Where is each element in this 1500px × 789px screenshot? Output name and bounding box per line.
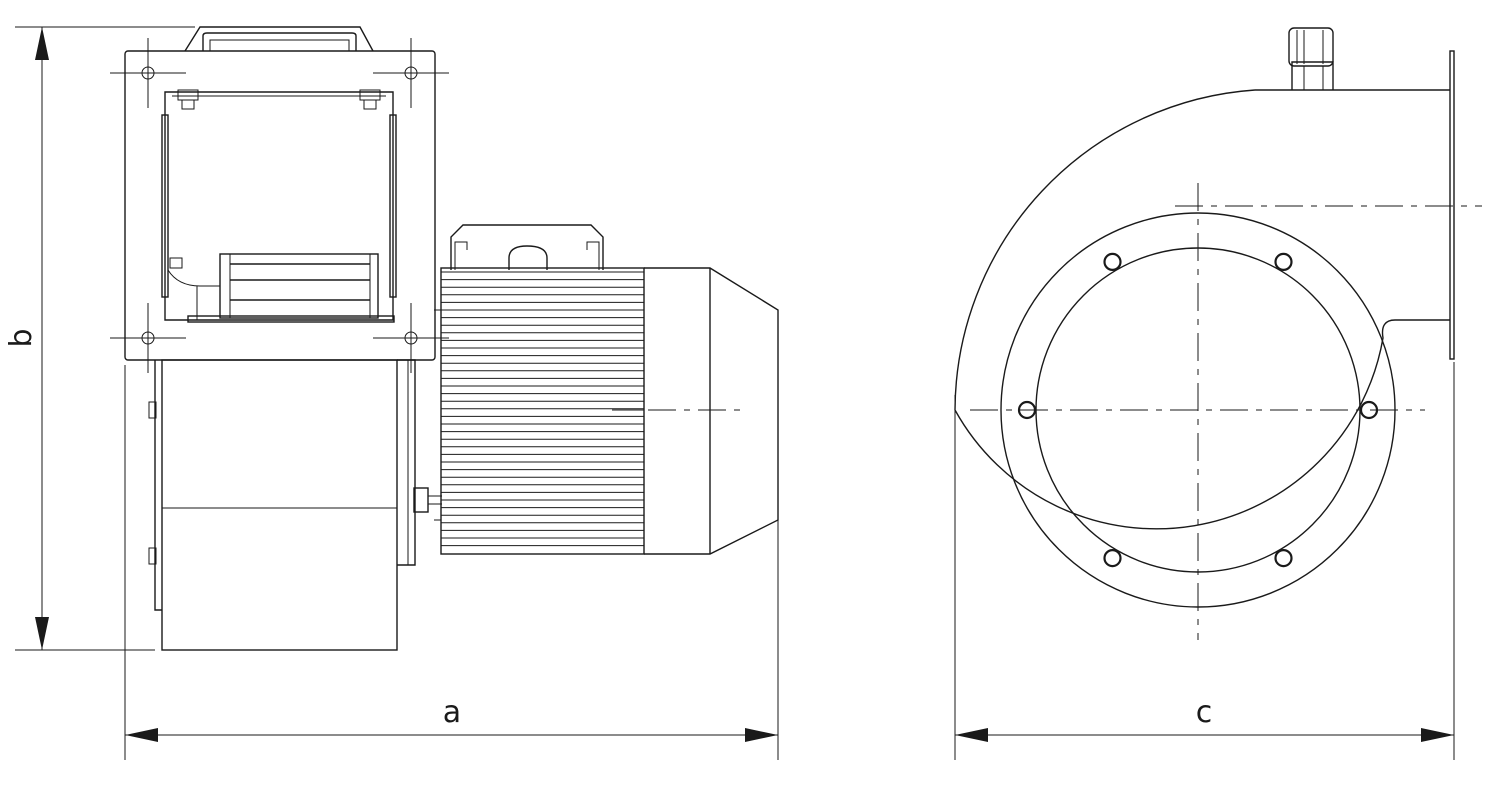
scroll-housing	[954, 89, 1450, 530]
motor-terminal-box	[450, 224, 604, 270]
motor-fan-cover	[644, 267, 779, 555]
motor-body	[434, 267, 645, 555]
dimension-b: b	[4, 26, 195, 651]
flange-bolt-holes	[110, 38, 449, 373]
bolt-hole	[1274, 252, 1293, 272]
side-view: b a	[4, 26, 779, 760]
inner-frame-nuts	[177, 89, 381, 110]
fan-housing	[148, 359, 442, 651]
mounting-flange	[124, 50, 436, 361]
dimension-label-c: c	[1196, 695, 1213, 730]
dimension-c: c	[954, 362, 1455, 760]
dimension-label-a: a	[443, 695, 461, 730]
bolt-hole	[1103, 252, 1122, 272]
cable-gland	[1288, 27, 1334, 90]
inlet-opening	[161, 91, 397, 321]
bolt-hole	[1103, 548, 1122, 568]
motor-fins	[441, 271, 644, 547]
front-view: c	[954, 27, 1482, 760]
outlet-flange	[1449, 50, 1455, 360]
dimension-a: a	[124, 365, 779, 760]
inlet-bolt-holes	[1017, 252, 1379, 568]
dimension-label-b: b	[4, 328, 39, 347]
top-handle	[184, 26, 374, 52]
impeller-slats	[187, 253, 395, 323]
bolt-hole	[1274, 548, 1293, 568]
